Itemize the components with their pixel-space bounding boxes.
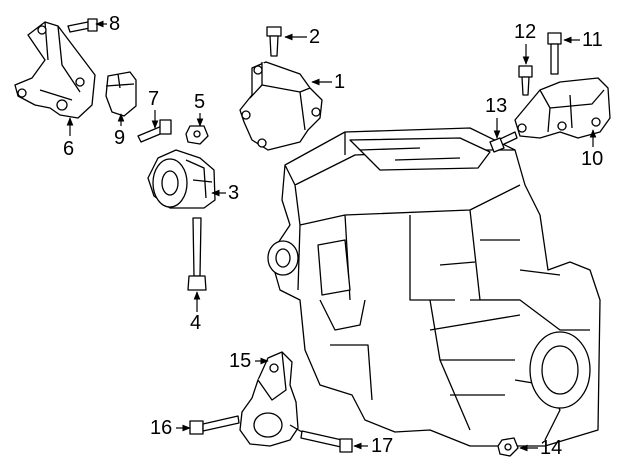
callout-13: 13 bbox=[485, 95, 508, 117]
callout-4: 4 bbox=[190, 312, 202, 334]
part-7-bolt bbox=[137, 119, 172, 143]
part-17-bolt bbox=[300, 430, 353, 453]
callout-10: 10 bbox=[581, 148, 604, 170]
engine-assembly bbox=[267, 127, 601, 447]
part-1-mount bbox=[239, 61, 323, 151]
callout-1: 1 bbox=[334, 71, 346, 93]
part-3-mount bbox=[147, 149, 216, 209]
callout-14: 14 bbox=[540, 437, 563, 459]
callout-8: 8 bbox=[109, 13, 121, 35]
leader-lines bbox=[66, 20, 597, 452]
part-9-clip bbox=[105, 71, 137, 117]
callout-16: 16 bbox=[150, 417, 173, 439]
callout-7: 7 bbox=[148, 88, 160, 110]
callout-5: 5 bbox=[194, 91, 206, 113]
part-14-nut bbox=[497, 437, 519, 457]
part-8-bolt bbox=[67, 18, 98, 33]
part-11-bolt bbox=[547, 32, 562, 75]
part-6-bracket bbox=[14, 21, 96, 119]
callout-2: 2 bbox=[309, 26, 321, 48]
callout-17: 17 bbox=[371, 435, 394, 457]
callout-12: 12 bbox=[514, 21, 537, 43]
callout-11: 11 bbox=[582, 29, 603, 51]
part-5-nut bbox=[185, 125, 209, 145]
callout-3: 3 bbox=[228, 182, 240, 204]
part-12-bolt bbox=[518, 65, 533, 96]
part-16-bolt bbox=[189, 415, 240, 435]
callout-6: 6 bbox=[63, 138, 75, 160]
part-2-bolt bbox=[266, 26, 282, 57]
part-10-mount bbox=[514, 77, 611, 139]
part-4-bolt bbox=[187, 217, 207, 291]
callout-9: 9 bbox=[114, 127, 126, 149]
part-13-bolt bbox=[489, 131, 518, 153]
part-15-mount bbox=[239, 351, 303, 447]
callout-15: 15 bbox=[229, 350, 252, 372]
